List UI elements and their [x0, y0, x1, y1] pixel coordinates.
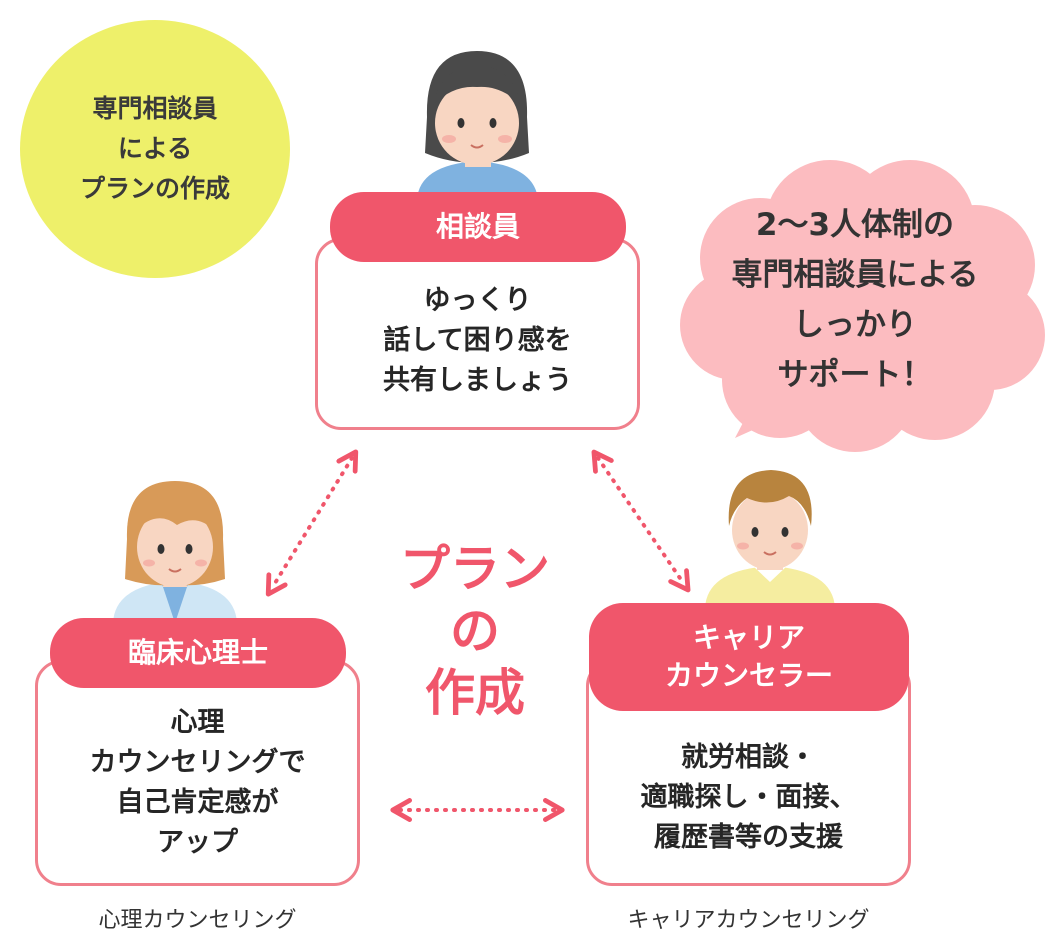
psychologist-text-line: アップ	[157, 827, 238, 858]
career-counselor-caption: キャリアカウンセリング	[627, 908, 870, 933]
career-text-line: 適職探し・面接、	[640, 782, 857, 813]
psychologist-role-tag: 臨床心理士	[50, 618, 346, 688]
psychologist-text-line: 心理	[170, 707, 225, 738]
title-line: 作成	[425, 664, 525, 722]
cloud-line: 専門相談員による	[731, 257, 979, 293]
psychologist-text-line: カウンセリングで	[89, 747, 306, 778]
counselor-card: ゆっくり 話して困り感を 共有しましょう	[315, 238, 640, 430]
psychologist-caption: 心理カウンセリング	[98, 908, 297, 933]
cloud-line: 2〜3人体制の	[755, 207, 955, 243]
title-line: の	[450, 602, 500, 660]
psychologist-avatar	[113, 481, 237, 623]
plan-creation-title: プラン の 作成	[370, 538, 580, 724]
role-label: 臨床心理士	[127, 636, 268, 669]
role-label: キャリア	[692, 621, 805, 654]
psychologist-text-line: 自己肯定感が	[116, 787, 279, 818]
cloud-line: サポート！	[777, 357, 933, 393]
badge-line: 専門相談員	[92, 94, 218, 123]
psychologist-card: 心理 カウンセリングで 自己肯定感が アップ	[35, 660, 360, 886]
badge-line: プランの作成	[79, 174, 230, 203]
counselor-role-tag: 相談員	[330, 192, 626, 262]
career-counselor-role-tag: キャリア カウンセラー	[589, 603, 909, 711]
career-text-line: 履歴書等の支援	[654, 822, 843, 853]
counselor-text-line: 共有しましょう	[383, 365, 572, 396]
badge-line: による	[117, 134, 193, 163]
role-label: 相談員	[435, 210, 520, 243]
career-text-line: 就労相談・	[681, 742, 816, 773]
counselor-text-line: ゆっくり	[423, 285, 532, 316]
cloud-line: しっかり	[793, 307, 917, 343]
counselor-avatar	[417, 51, 538, 200]
arrow-counselor-psychologist	[265, 449, 359, 597]
arrow-counselor-career	[591, 449, 691, 593]
plan-badge: 専門相談員 による プランの作成	[20, 20, 290, 278]
role-label: カウンセラー	[664, 659, 833, 692]
speech-cloud-text: 2〜3人体制の 専門相談員による しっかり サポート！	[690, 200, 1020, 400]
career-counselor-avatar	[705, 470, 835, 608]
speech-cloud	[680, 160, 1045, 452]
title-line: プラン	[400, 540, 550, 598]
counselor-text-line: 話して困り感を	[383, 325, 572, 356]
